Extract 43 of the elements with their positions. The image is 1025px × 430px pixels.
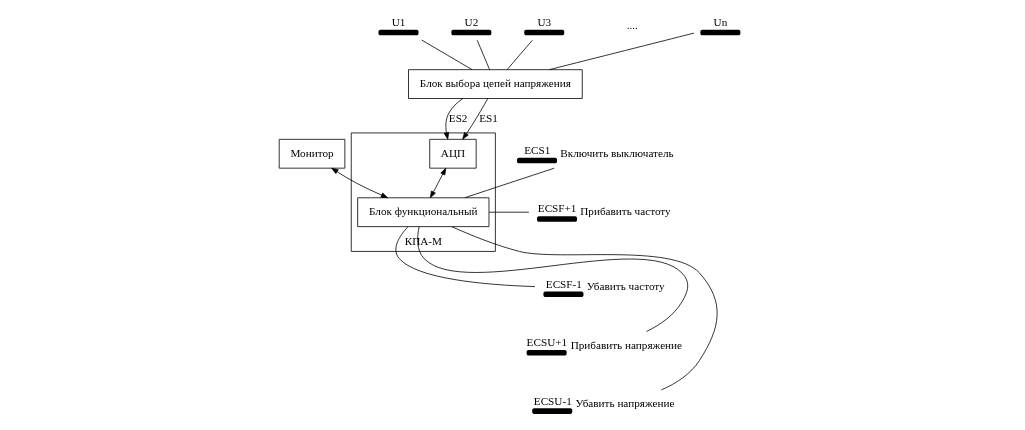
connector [420,39,472,70]
arrow [330,167,388,199]
node-box [526,349,567,356]
node-box: АЦП [428,138,477,169]
arrow [443,98,463,140]
node-label: Прибавить частоту [579,205,671,218]
node-label: U3 [536,15,551,28]
node-box [516,157,557,164]
arrow [461,98,488,140]
node-box [378,29,418,36]
node-label: U2 [464,15,478,28]
node-box [450,29,491,36]
node-label: Прибавить напряжение [570,338,682,351]
arrow [429,167,446,199]
connector [488,211,529,213]
connector [476,39,490,71]
node-label: ECSU+1 [526,336,567,349]
edge-label: ES2 [448,111,467,124]
node-label: Убавить частоту [586,280,665,293]
node-box: Блок функциональный [356,197,489,227]
node-label: Un [713,15,727,28]
node-label: U1 [391,15,405,28]
node-label: ECS1 [523,143,550,156]
node-box [699,29,740,36]
label: .... [626,18,638,31]
connector [450,226,717,391]
node-box: Блок выбора цепей напряжения [407,69,583,99]
node-box [536,216,577,222]
node-box: Монитор [278,138,345,169]
node-box [523,29,564,36]
edge-label: ES1 [478,111,498,124]
node-box [542,291,583,298]
node-box [531,408,572,414]
node-label: ECSF+1 [537,202,576,215]
connector [416,226,688,332]
node-label: ECSU-1 [533,394,572,407]
connector [506,39,533,71]
connector [463,167,555,199]
connector [548,32,694,71]
node-label: Убавить напряжение [574,397,674,410]
node-label: ECSF-1 [545,277,582,290]
node-label: Включить выключатель [559,146,674,159]
connector [395,226,535,287]
